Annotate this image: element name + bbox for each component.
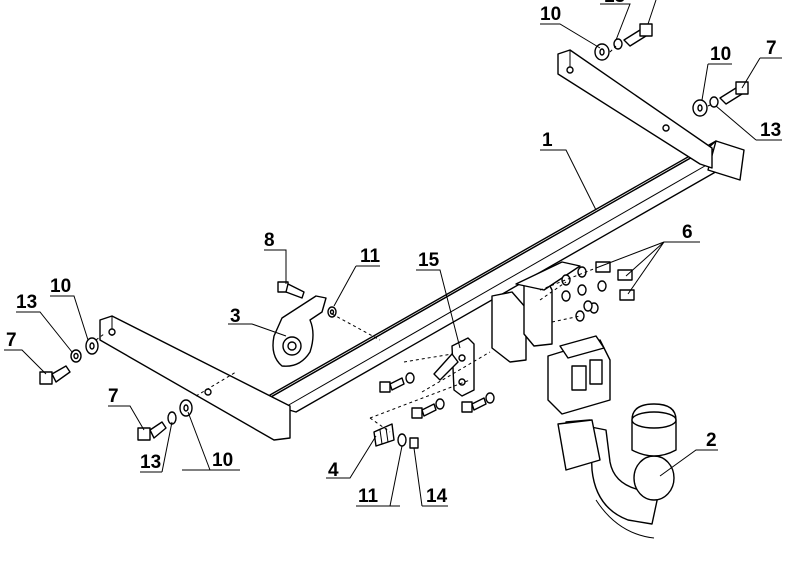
bolt-7-top [623, 23, 653, 47]
leader-lines [4, 0, 782, 507]
callout-8: 8 [264, 230, 275, 251]
lock-bracket [433, 337, 475, 397]
bolt-group-6 [561, 261, 635, 322]
callout-7-right: 7 [766, 38, 777, 59]
bolt-centre-1 [379, 372, 415, 393]
tow-ball-mount [557, 419, 601, 471]
crossbar-beam-top [261, 140, 717, 403]
bolt-7-left [39, 365, 71, 385]
callout-14: 14 [426, 486, 448, 507]
receiver-block [515, 261, 581, 291]
callout-13-top: 13 [604, 0, 625, 7]
callout-6: 6 [682, 222, 693, 243]
washer-10-lower [179, 399, 193, 417]
callout-10-right: 10 [710, 44, 731, 65]
receiver-plate-left [491, 291, 527, 363]
bolt-8 [277, 281, 305, 299]
bolt-7-right [719, 81, 749, 105]
callout-13-lower: 13 [140, 452, 161, 473]
callout-4: 4 [328, 460, 339, 481]
socket-bracket [272, 295, 327, 367]
crossbar-assembly [99, 49, 745, 441]
socket-housing [547, 335, 611, 415]
left-side-bracket [99, 315, 291, 441]
washer-10-top [594, 43, 610, 61]
callout-10-lower: 10 [212, 450, 233, 471]
bolt-centre-3 [461, 392, 495, 413]
callout-13-right: 13 [760, 120, 781, 141]
callout-3: 3 [230, 306, 241, 327]
callout-10-left: 10 [50, 276, 71, 297]
callout-labels: 1 2 3 4 6 7 7 7 8 10 10 10 10 11 11 13 1… [6, 0, 781, 507]
washer-10-left [85, 337, 99, 355]
crossbar-beam [261, 147, 741, 413]
fasteners [39, 23, 749, 449]
spring-lock-4 [373, 423, 395, 447]
lock-bracket-plate [451, 337, 475, 397]
callout-2: 2 [706, 430, 717, 451]
nut-13-right [709, 96, 719, 108]
callout-11-upper: 11 [360, 246, 381, 267]
callout-10-top: 10 [540, 4, 561, 25]
washer-11-lower [397, 433, 407, 447]
right-side-bracket [557, 49, 713, 169]
tow-ball-neck [557, 403, 677, 539]
socket-bracket-plate [272, 295, 327, 367]
tow-ball [633, 455, 675, 501]
callout-11-lower: 11 [358, 486, 379, 507]
crossbar-end-cap [707, 140, 745, 181]
nut-14 [409, 437, 419, 449]
callout-1: 1 [542, 130, 553, 151]
washer-10-right [692, 99, 708, 117]
callout-7-left: 7 [6, 330, 17, 351]
callout-15: 15 [418, 250, 440, 271]
bolt-7-lower [137, 421, 167, 441]
nut-11-upper [327, 306, 337, 318]
assembly-guides [95, 45, 713, 433]
nut-13-left [70, 349, 82, 363]
callout-13-left: 13 [16, 292, 37, 313]
callout-7-lower: 7 [108, 386, 119, 407]
bolt-centre-2 [411, 398, 445, 419]
tow-ball-arm [565, 419, 659, 525]
